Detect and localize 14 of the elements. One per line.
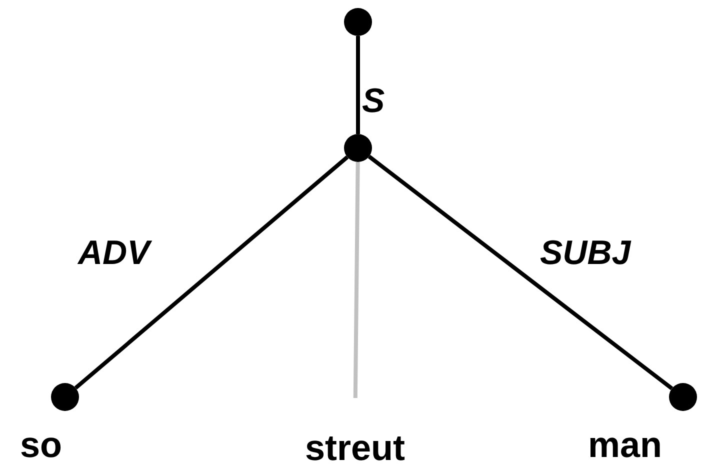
node-dot [669, 383, 697, 411]
connector-line [356, 36, 360, 134]
node-dot [51, 383, 79, 411]
connector-line [368, 154, 674, 390]
connector-line [74, 156, 349, 390]
node-dot [344, 134, 372, 162]
node-dot [344, 8, 372, 36]
connector-line [353, 162, 360, 398]
word-label: streut [304, 428, 406, 468]
edge-label: ADV [78, 234, 150, 272]
word-label: so [20, 425, 62, 465]
edge-label: S [362, 82, 385, 120]
edge-label: SUBJ [540, 234, 631, 272]
word-label: man [588, 425, 662, 465]
